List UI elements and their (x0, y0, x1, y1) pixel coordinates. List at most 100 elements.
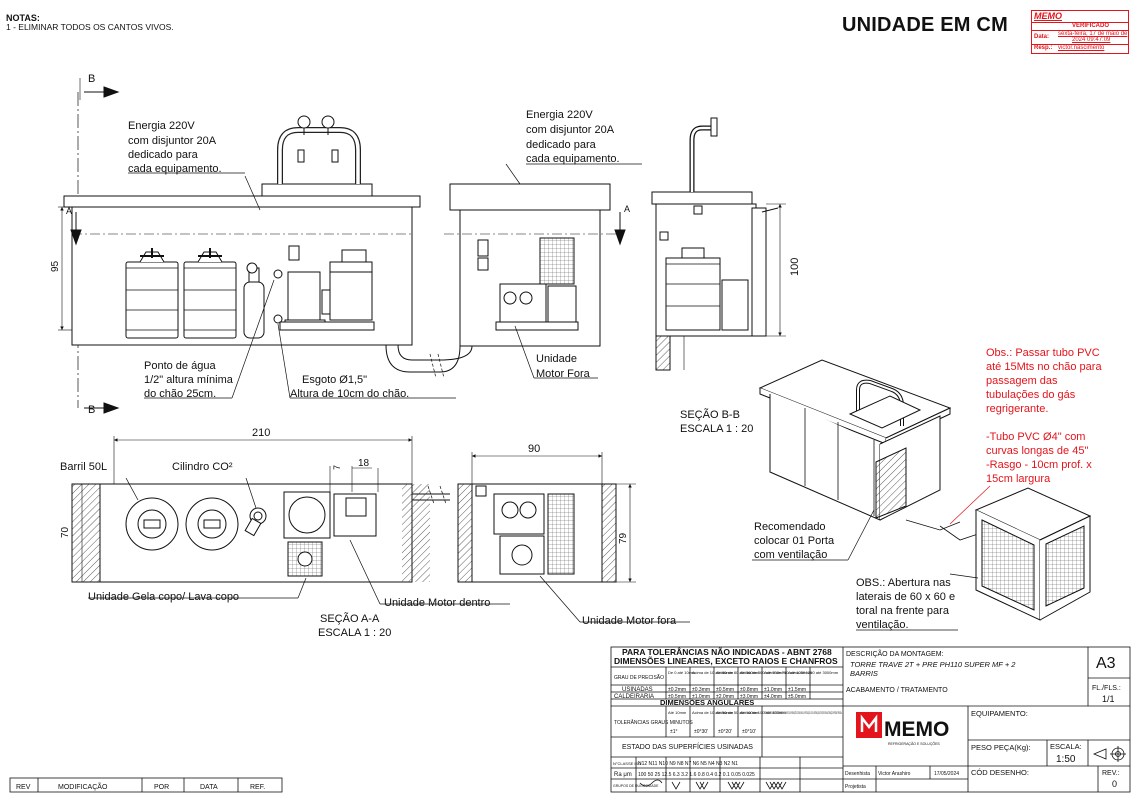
title-block-text: PARA TOLERÂNCIAS NÃO INDICADAS - ABNT 27… (613, 646, 1121, 790)
usinadas-val-5: ±1.0mm (764, 687, 782, 693)
ang-val-4: ±0°10' (742, 729, 756, 735)
water-note-line-3: do chão 25cm. (144, 388, 216, 400)
opening-note-line-4: ventilação. (856, 619, 909, 631)
remote-energy-line-1: Energia 220V (526, 109, 593, 121)
ang-label: TOLERÂNCIAS GRAUS MINUTOS (614, 719, 693, 726)
energy-note-line-2: com disjuntor 20A (128, 135, 217, 147)
finish-label: ACABAMENTO / TRATAMENTO (846, 687, 948, 694)
desc-label: DESCRIÇÃO DA MONTAGEM: (846, 649, 944, 658)
section-b-top-mark: B (88, 73, 95, 85)
notes-item: 1 - ELIMINAR TODOS OS CANTOS VIVOS. (6, 22, 174, 32)
dim-height-95: 95 (50, 260, 61, 272)
drawn-label: Desenhista (845, 771, 870, 777)
lin-header-4: Acima de 360 até 750mm (740, 670, 786, 675)
code-label: CÓD DESENHO: (971, 768, 1029, 777)
energy-note-line-4: cada equipamento. (128, 163, 222, 175)
stamp-data-value-1: sexta-feira, 17 de maio de (1058, 31, 1128, 37)
caldeiraria-val-4: ±3.0mm (740, 694, 758, 700)
dim-depth-70: 70 (60, 526, 71, 538)
stamp-brand: MEMO (1034, 11, 1062, 21)
remote-unit-label-1: Unidade (536, 353, 577, 365)
groups-label: GRUPOS DE RUGOSIDADE (613, 784, 659, 788)
ang-header-1: Até 10mm (668, 710, 687, 715)
remote-energy-line-4: cada equipamento. (526, 153, 620, 165)
surface-title: ESTADO DAS SUPERFÍCIES USINADAS (622, 742, 753, 751)
rough-classes: N12 N11 N10 N9 N8 N7 N6 N5 N4 N3 N2 N1 (638, 761, 738, 767)
drain-note-line-1: Esgoto Ø1,5" (302, 374, 367, 386)
section-aa-title: SEÇÃO A-A (320, 612, 380, 625)
isometric-labels: Obs.: Passar tubo PVC até 15Mts no chão … (754, 347, 1102, 631)
rev-col-rev: REV (16, 784, 31, 791)
drawn-by: Victor Arashiro (878, 771, 911, 777)
red-note-2-line-4: 15cm largura (986, 473, 1051, 485)
rights-note: RESERVAMOS TODOS OS DIREITOS SOBRE ESTE … (764, 710, 842, 715)
energy-note-line-1: Energia 220V (128, 120, 195, 132)
sheets-label: FL./FLS.: (1092, 685, 1121, 692)
section-bb-title: SEÇÃO B-B (680, 408, 740, 421)
caldeiraria-val-5: ±4.0mm (764, 694, 782, 700)
motor-in-label: Unidade Motor dentro (384, 597, 490, 609)
revision-bar-labels: REV MODIFICAÇÃO POR DATA REF. (16, 782, 265, 791)
ang-header-3: Acima de 50 até 100mm (716, 710, 760, 715)
remote-unit-front (439, 163, 642, 379)
desc-value-2: BARRIS (850, 669, 878, 678)
barrel-label: Barril 50L (60, 461, 107, 473)
remote-plan-labels: 90 79 Unidade Motor fora (528, 443, 677, 627)
lin-header-3: Acima de 80 até 360mm (716, 670, 760, 675)
opening-note-line-1: OBS.: Abertura nas (856, 577, 951, 589)
rev-label: REV.: (1102, 770, 1120, 777)
weight-label: PESO PEÇA(Kg): (971, 743, 1031, 752)
usinadas-val-1: ±0.2mm (668, 687, 686, 693)
opening-note-line-3: toral na frente para (856, 605, 950, 617)
sheet-size: A3 (1096, 655, 1116, 672)
ice-unit-label: Unidade Gela copo/ Lava copo (88, 591, 239, 603)
lin-header-1: De 0 até 10mm (668, 670, 696, 675)
stamp-resp-value: victor.nascimento (1058, 45, 1105, 51)
section-a-left-mark: A (66, 206, 72, 216)
rev-col-por: POR (154, 784, 169, 791)
ang-val-3: ±0°20' (718, 729, 732, 735)
remote-energy-line-3: dedicado para (526, 139, 597, 151)
ra-label: Ra μm (614, 772, 632, 778)
barrel-1 (125, 248, 179, 339)
precision-label: GRAU DE PRECISÃO (614, 674, 664, 681)
front-view-labels: B B A 95 Energia 220V com disjuntor 20A … (50, 73, 409, 416)
ang-header-4: Acima de 100 até 400mm (740, 710, 786, 715)
lin-header-5: Acima de 750 até 1250mm (764, 670, 812, 675)
scale-label: ESCALA: (1050, 742, 1082, 751)
red-note-2-line-2: curvas longas de 45" (986, 445, 1088, 457)
red-note-1-line-3: passagem das (986, 375, 1058, 387)
dim-height-100: 100 (789, 258, 801, 276)
rev-col-data: DATA (200, 784, 218, 791)
desc-value-1: TORRE TRAVE 2T + PRE PH110 SUPER MF + 2 (850, 660, 1016, 669)
tol-title-2: DIMENSÕES LINEARES, EXCETO RAIOS E CHANF… (614, 656, 838, 666)
drawing-title: UNIDADE EM CM (842, 14, 1008, 36)
side-view-bb (651, 117, 786, 371)
front-view (58, 78, 456, 414)
ra-vals: 100 50 25 12.5 6.3 3.2 1.6 0.8 0.4 0.2 0… (638, 772, 755, 778)
energy-note-line-3: dedicado para (128, 149, 199, 161)
door-note-line-3: com ventilação (754, 549, 827, 561)
equipment-label: EQUIPAMENTO: (971, 709, 1028, 718)
logo-sub: REFRIGERAÇÃO E SOLUÇÕES (888, 741, 940, 746)
section-bb-scale: ESCALA 1 : 20 (680, 423, 753, 435)
caldeiraria-val-3: ±2.0mm (716, 694, 734, 700)
usinadas-val-2: ±0.3mm (692, 687, 710, 693)
caldeiraria-label: CALDEIRARIA (614, 694, 654, 700)
caldeiraria-val-1: ±0.5mm (668, 694, 686, 700)
usinadas-val-3: ±0.5mm (716, 687, 734, 693)
remote-unit-label-2: Motor Fora (536, 368, 591, 380)
title-block (610, 646, 1131, 793)
lin-header-2: Acima de 10 até 80mm (692, 670, 734, 675)
red-note-1-line-1: Obs.: Passar tubo PVC (986, 347, 1100, 359)
dim-7: 7 (332, 465, 342, 470)
motor-out-label: Unidade Motor fora (582, 615, 677, 627)
verification-stamp: MEMO VERIFICADO Data: sexta-feira, 17 de… (1031, 10, 1129, 54)
notes-title: NOTAS: (6, 13, 40, 23)
dim-width-210: 210 (252, 427, 270, 439)
ang-val-1: ±1° (670, 729, 678, 735)
isometric-view (752, 359, 1092, 621)
section-aa-scale: ESCALA 1 : 20 (318, 627, 391, 639)
dim-width-90: 90 (528, 443, 540, 455)
